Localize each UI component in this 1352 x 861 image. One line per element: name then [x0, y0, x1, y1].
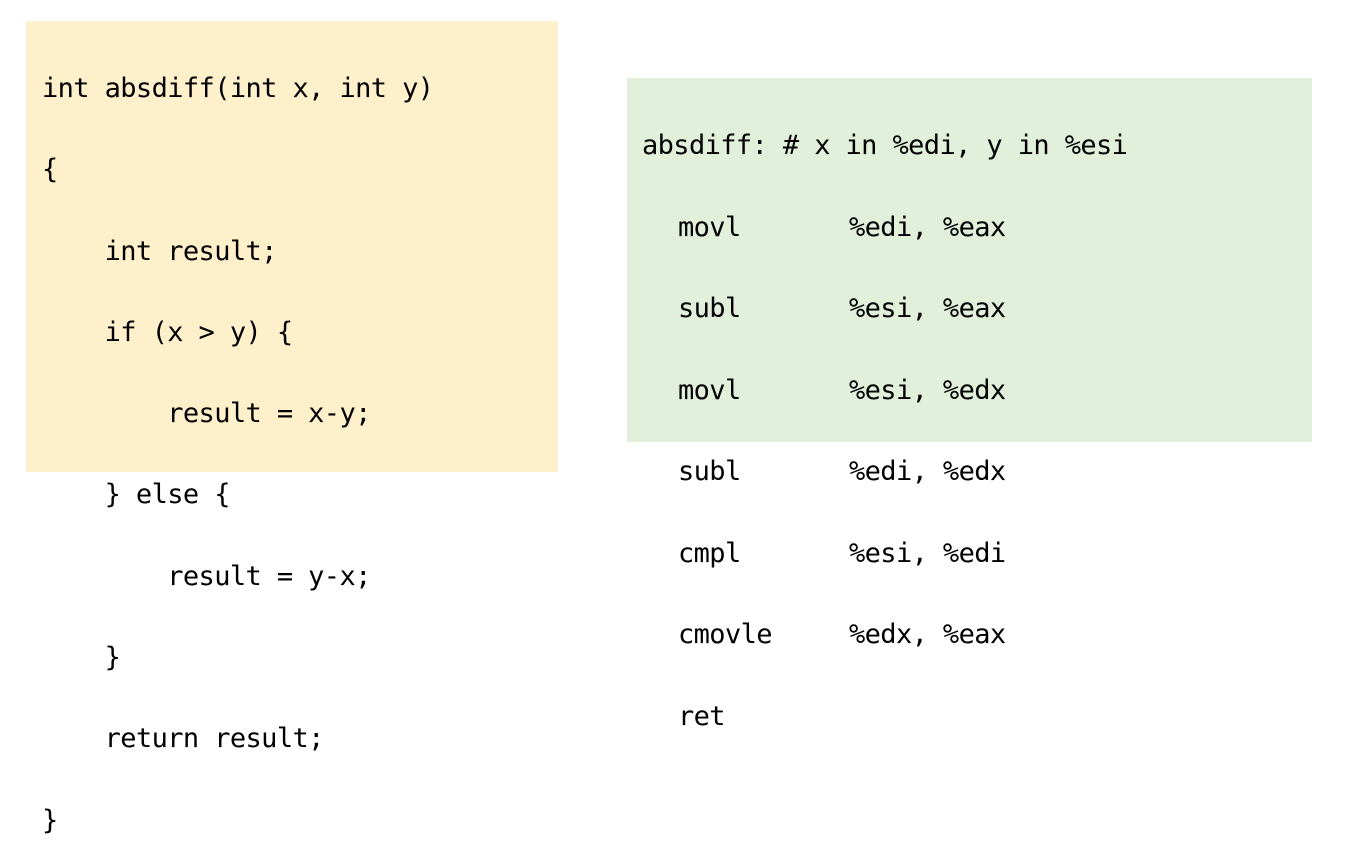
asm-opcode: cmpl [678, 537, 741, 569]
asm-opcode: movl [678, 211, 741, 243]
asm-opcode: movl [678, 374, 741, 406]
c-code-line: { [42, 154, 58, 186]
asm-instruction: subl %edi, %edx [642, 450, 1312, 494]
asm-operands: %edi, %edx [849, 456, 1006, 487]
c-code-line: } [42, 642, 121, 674]
asm-operands: %esi, %eax [849, 293, 1006, 324]
c-code-line: if (x > y) { [42, 316, 293, 348]
asm-opcode: ret [678, 700, 726, 732]
c-code-line: return result; [42, 723, 325, 755]
asm-opcode: subl [678, 456, 741, 487]
c-code-line: result = y-x; [42, 560, 371, 592]
asm-operands: %edi, %eax [849, 211, 1006, 243]
asm-instruction: movl %edi, %eax [642, 206, 1312, 250]
asm-header-line: absdiff: # x in %edi, y in %esi [642, 130, 1128, 161]
c-code-line: result = x-y; [42, 398, 371, 430]
assembly-code-block: absdiff: # x in %edi, y in %esi movl %edi… [627, 78, 1312, 732]
asm-operands: %edx, %eax [849, 619, 1006, 650]
asm-instruction: cmpl %esi, %edi [642, 532, 1312, 576]
asm-instruction: subl %esi, %eax [642, 287, 1312, 331]
c-code-line: int absdiff(int x, int y) [42, 73, 434, 104]
asm-opcode: subl [678, 293, 741, 324]
asm-operands: %esi, %edx [849, 374, 1006, 406]
c-code-line: int result; [42, 235, 278, 267]
asm-instruction: cmovle %edx, %eax [642, 613, 1312, 657]
c-code-line: } else { [42, 479, 231, 511]
c-source-code-block: int absdiff(int x, int y) { int result; … [26, 21, 558, 836]
asm-opcode: cmovle [678, 619, 773, 650]
asm-instruction: ret [642, 695, 1312, 739]
c-code-line: } [42, 804, 58, 836]
asm-instruction: movl %esi, %edx [642, 369, 1312, 413]
asm-operands: %esi, %edi [849, 537, 1006, 569]
